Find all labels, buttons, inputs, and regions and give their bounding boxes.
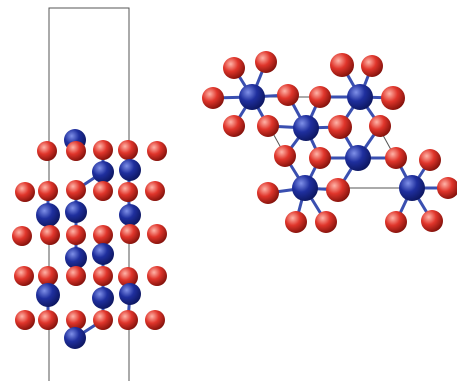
red-atom <box>120 224 140 244</box>
blue-atom <box>347 84 373 110</box>
red-atom <box>40 225 60 245</box>
red-atom <box>419 149 441 171</box>
blue-atom <box>65 247 87 269</box>
red-atom <box>309 147 331 169</box>
red-atom <box>255 51 277 73</box>
red-atom <box>12 226 32 246</box>
blue-atom <box>119 283 141 305</box>
red-atom <box>93 266 113 286</box>
blue-atom <box>399 175 425 201</box>
red-atom <box>385 211 407 233</box>
red-atom <box>257 182 279 204</box>
red-atom <box>361 55 383 77</box>
side-view-bonds <box>46 138 132 340</box>
red-atom <box>147 141 167 161</box>
red-atom <box>66 141 86 161</box>
red-atom <box>277 84 299 106</box>
red-atom <box>385 147 407 169</box>
red-atom <box>66 266 86 286</box>
red-atom <box>223 115 245 137</box>
red-atom <box>93 181 113 201</box>
red-atom <box>15 182 35 202</box>
blue-atom <box>119 159 141 181</box>
blue-atom <box>292 175 318 201</box>
blue-atom <box>92 287 114 309</box>
red-atom <box>257 115 279 137</box>
red-atom <box>145 310 165 330</box>
red-atom <box>369 115 391 137</box>
red-atom <box>38 266 58 286</box>
red-atom <box>285 211 307 233</box>
top-view-unit-cell <box>252 96 413 189</box>
blue-atom <box>92 161 114 183</box>
blue-atom <box>239 84 265 110</box>
blue-atom <box>65 201 87 223</box>
red-atom <box>381 86 405 110</box>
red-atom <box>147 224 167 244</box>
red-atom <box>37 141 57 161</box>
blue-atom <box>293 115 319 141</box>
red-atom <box>437 177 457 199</box>
top-view-panel <box>202 51 457 233</box>
red-atom <box>38 181 58 201</box>
red-atom <box>274 145 296 167</box>
red-atom <box>93 140 113 160</box>
red-atom <box>147 266 167 286</box>
red-atom <box>118 140 138 160</box>
red-atom <box>118 267 138 287</box>
red-atom <box>328 115 352 139</box>
red-atom <box>421 210 443 232</box>
red-atom <box>202 87 224 109</box>
blue-atom <box>92 243 114 265</box>
red-atom <box>15 310 35 330</box>
red-atom <box>66 310 86 330</box>
side-view-atoms <box>12 129 167 349</box>
blue-atom <box>345 145 371 171</box>
red-atom <box>14 266 34 286</box>
red-atom <box>326 178 350 202</box>
blue-atom <box>36 203 60 227</box>
red-atom <box>118 310 138 330</box>
side-view-unit-cell <box>48 7 130 381</box>
red-atom <box>309 86 331 108</box>
blue-atom <box>119 204 141 226</box>
side-view-panel <box>12 7 167 381</box>
red-atom <box>93 225 113 245</box>
red-atom <box>223 57 245 79</box>
red-atom <box>66 225 86 245</box>
red-atom <box>330 53 354 77</box>
red-atom <box>315 211 337 233</box>
top-view-atoms <box>202 51 457 233</box>
red-atom <box>145 181 165 201</box>
red-atom <box>118 182 138 202</box>
red-atom <box>66 180 86 200</box>
blue-atom <box>36 283 60 307</box>
blue-atom <box>64 327 86 349</box>
red-atom <box>38 310 58 330</box>
red-atom <box>93 310 113 330</box>
